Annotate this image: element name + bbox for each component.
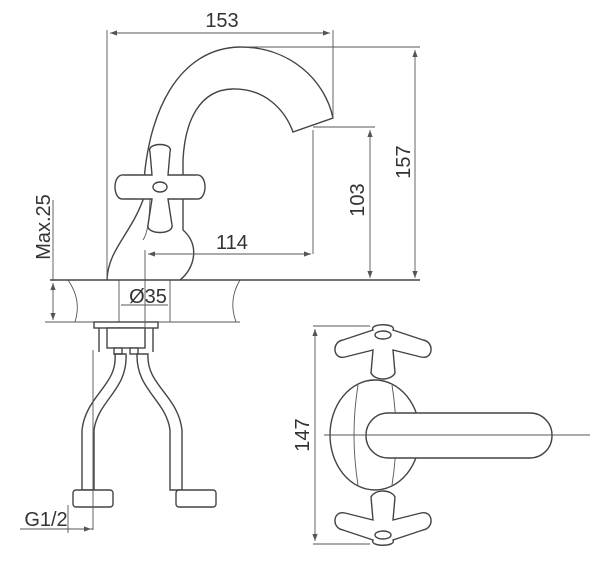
dim-label-max25: Max.25 [33, 194, 55, 260]
dim-label-114: 114 [216, 232, 248, 254]
dim-label-153: 153 [205, 10, 238, 32]
braided-hoses [72, 250, 217, 530]
top-handle-icon [334, 324, 432, 380]
bottom-handle-icon [334, 490, 432, 546]
mounting-fittings [93, 321, 159, 355]
dim-label-147: 147 [292, 418, 314, 451]
cross-handle-icon [114, 143, 206, 234]
countertop-section [45, 279, 420, 323]
dim-label-103: 103 [347, 183, 369, 216]
dim-label-thread: G1/2 [24, 509, 67, 531]
dimension-lines [20, 30, 420, 545]
dim-label-diameter: Ø35 [129, 286, 167, 308]
dim-label-157: 157 [393, 145, 415, 178]
faucet-top-view [324, 324, 590, 546]
